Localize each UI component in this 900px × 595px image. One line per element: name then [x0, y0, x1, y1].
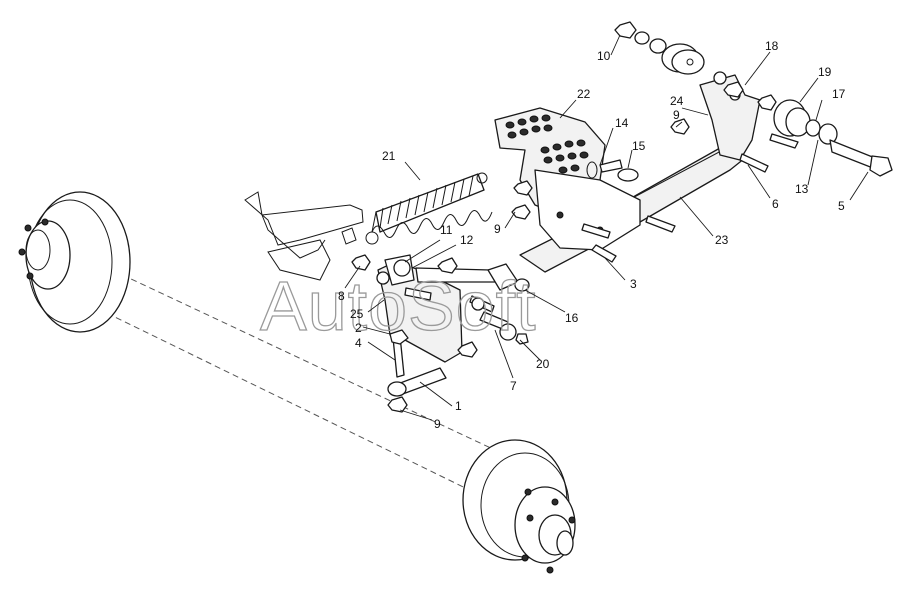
bolt-7 [479, 311, 517, 341]
nut-9-lower [387, 396, 408, 413]
nut-top-bracket [437, 257, 458, 274]
bolt-15 [599, 159, 639, 182]
callout-6: 6 [772, 197, 779, 211]
callout-19: 19 [818, 65, 832, 79]
callout-23: 23 [715, 233, 729, 247]
nut-9-upper [670, 118, 690, 135]
callout-14: 14 [615, 116, 629, 130]
leader-lines [344, 34, 869, 421]
roller-upper [661, 43, 705, 75]
bolt-25 [404, 287, 432, 301]
bolt-6 [739, 153, 769, 173]
ventilated-plate [494, 107, 641, 251]
nut-9-mid [511, 180, 533, 220]
callout-25: 25 [350, 307, 364, 321]
nut-18 [723, 81, 744, 98]
bolt-lever-a [581, 223, 611, 239]
callout-9-lower: 9 [434, 417, 441, 431]
tension-spring [365, 172, 493, 245]
axle-beam-top-edge [94, 261, 513, 459]
callout-22: 22 [577, 87, 591, 101]
axle-beam-bottom-edge [79, 299, 491, 501]
callout-3: 3 [630, 277, 637, 291]
nut-right [757, 94, 777, 111]
watermark-text: AutoSoft [260, 267, 537, 345]
callout-18: 18 [765, 39, 779, 53]
bolt-upper [769, 133, 799, 149]
callout-20: 20 [536, 357, 550, 371]
callout-13: 13 [795, 182, 809, 196]
nut-bracket-side [457, 341, 478, 358]
callout-4: 4 [355, 336, 362, 350]
callout-16: 16 [565, 311, 579, 325]
spacer-16 [469, 263, 530, 313]
callout-15: 15 [632, 139, 646, 153]
frame-bracket [244, 191, 364, 281]
bolt-5 [829, 139, 893, 177]
callout-21: 21 [382, 149, 396, 163]
right-wheel-hub [462, 439, 576, 574]
callout-9-mid: 9 [494, 222, 501, 236]
clip-14 [586, 161, 598, 179]
washer-17 [805, 119, 838, 145]
roller-right [773, 99, 811, 137]
callout-12: 12 [460, 233, 474, 247]
axle-assembly [18, 191, 576, 574]
washer-upper [634, 31, 667, 54]
callout-7: 7 [510, 379, 517, 393]
callout-8: 8 [338, 289, 345, 303]
plate-holes [505, 114, 589, 174]
callout-10: 10 [597, 49, 611, 63]
bolt-lever-b [645, 215, 676, 233]
callout-9-upper: 9 [673, 108, 680, 122]
callout-1: 1 [455, 399, 462, 413]
nipple-20 [515, 333, 529, 345]
callout-5: 5 [838, 199, 845, 213]
callout-17: 17 [832, 87, 846, 101]
callout-11: 11 [440, 223, 453, 237]
bolt-2-4 [389, 329, 409, 378]
link-rod-1 [387, 367, 447, 397]
left-wheel-hub [18, 191, 131, 333]
callout-2: 2 [355, 321, 362, 335]
callout-labels: 10 18 19 24 9 17 22 14 15 13 5 6 23 9 3 … [338, 39, 846, 431]
nut-8 [351, 254, 371, 271]
nut-10 [614, 21, 637, 39]
callout-24: 24 [670, 94, 684, 108]
